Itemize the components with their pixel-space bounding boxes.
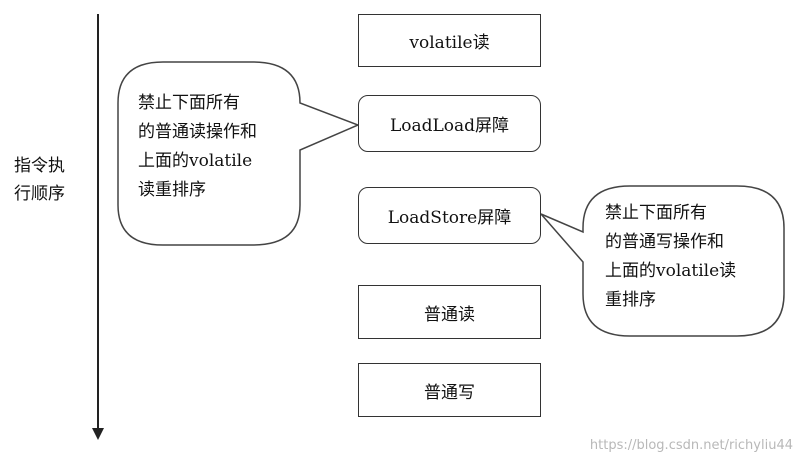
execution-order-axis [97,14,99,428]
normal-write-box: 普通写 [358,363,541,417]
down-arrow-icon [92,428,104,440]
normal-read-box: 普通读 [358,285,541,339]
axis-label: 指令执 行顺序 [14,156,65,204]
callout-right-text: 禁止下面所有 的普通写操作和 上面的volatile读 重排序 [605,203,737,310]
loadload-barrier-box: LoadLoad屏障 [358,95,541,152]
callout-right-bubble [540,185,785,337]
callout-left-bubble [117,61,360,246]
watermark: https://blog.csdn.net/richyliu44 [589,438,793,453]
callout-left-text: 禁止下面所有 的普通读操作和 上面的volatile 读重排序 [138,93,257,200]
volatile-read-box: volatile读 [358,14,541,67]
loadstore-barrier-box: LoadStore屏障 [358,187,541,244]
